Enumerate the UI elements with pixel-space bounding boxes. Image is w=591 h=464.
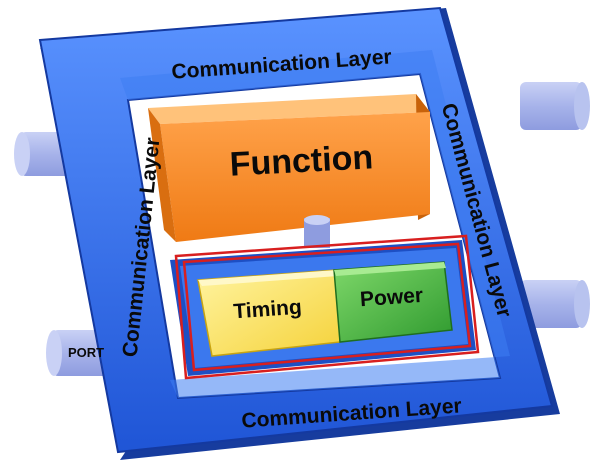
function-block [148,94,430,242]
port-right-upper [520,82,590,130]
power-block [333,261,453,343]
timing-label: Timing [233,296,303,324]
frame-inner-band [120,50,510,398]
power-label: Power [359,284,423,311]
function-label: Function [229,138,374,183]
inner-outline-inner [182,242,472,372]
inner-outline-outer [174,234,480,380]
port-right-lower [520,280,590,328]
port-label: PORT [68,345,104,360]
function-connector [304,215,330,248]
